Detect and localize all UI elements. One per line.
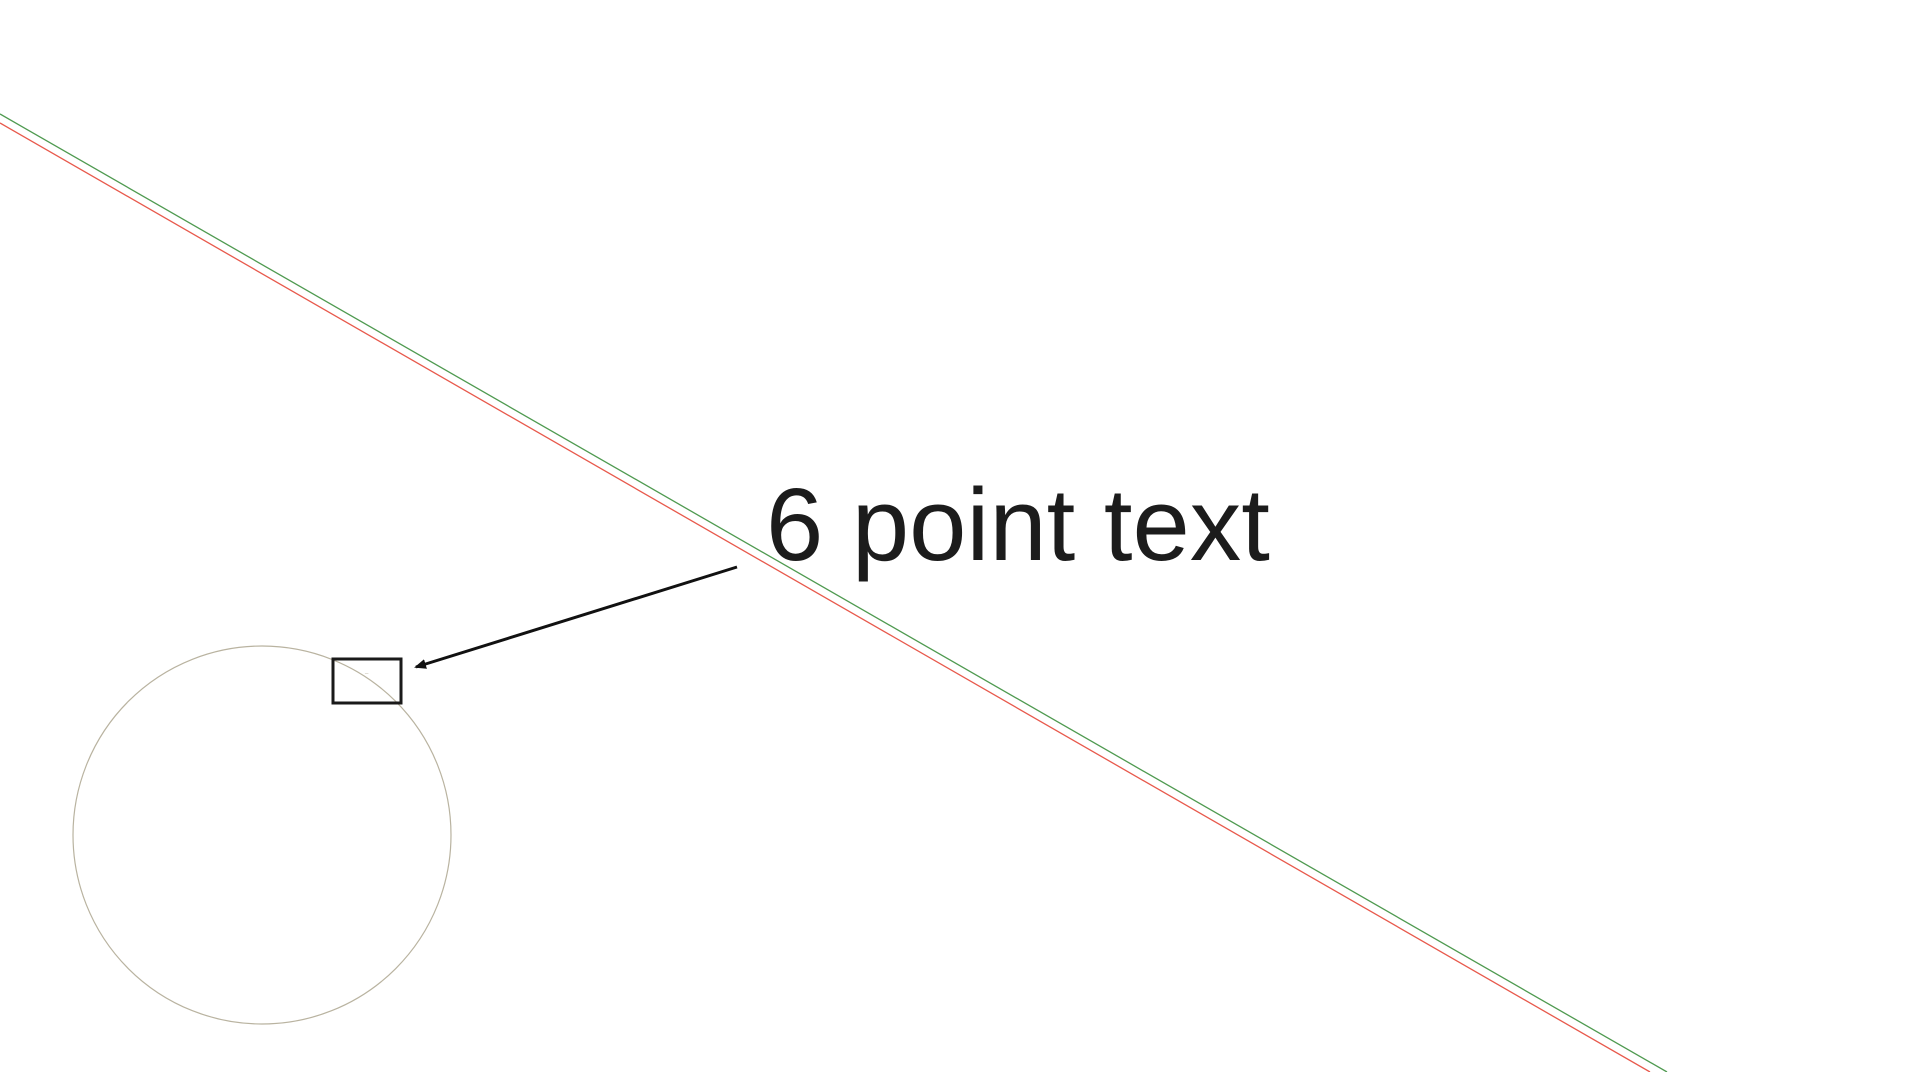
outline-circle	[72, 645, 452, 1025]
callout-label: 6 point text	[766, 467, 1270, 582]
callout-arrow	[414, 565, 738, 669]
tiny-text-sample: _	[364, 668, 369, 674]
highlight-box	[331, 657, 403, 705]
green-diagonal-line	[0, 113, 1668, 1072]
red-diagonal-line	[0, 122, 1651, 1072]
